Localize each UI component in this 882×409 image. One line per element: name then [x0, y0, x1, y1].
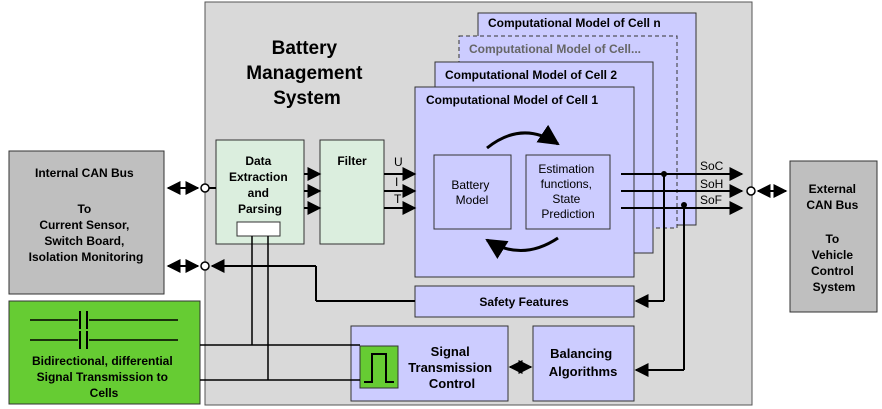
signal-transmission-cells-box [8, 300, 201, 405]
data-extraction-label: Data Extraction and Parsing [229, 154, 291, 216]
output-soh-label: SoH [700, 177, 723, 191]
safety-features-label: Safety Features [479, 295, 569, 309]
signal-control-label: Signal Transmission Control [408, 344, 495, 391]
input-i-label: I [395, 175, 398, 189]
balancing-label: Balancing Algorithms [549, 346, 618, 379]
bms-title: Battery Management System [246, 38, 367, 109]
external-can-label: External CAN Bus To Vehicle Control Syst… [806, 182, 861, 294]
input-t-label: T [394, 192, 402, 206]
filter-label: Filter [337, 154, 367, 168]
output-soc-label: SoC [700, 159, 724, 173]
filter-box [319, 139, 385, 245]
cell-dots-title: Computational Model of Cell... [469, 42, 641, 56]
cell-n-title: Computational Model of Cell n [488, 16, 661, 30]
internal-can-box [8, 150, 165, 295]
estimation-label: Estimation functions, State Prediction [538, 162, 597, 221]
output-sof-label: SoF [700, 193, 722, 207]
signal-transmission-cells-label: Bidirectional, differential Signal Trans… [32, 354, 176, 400]
battery-model-box [433, 154, 512, 230]
cell-1-title: Computational Model of Cell 1 [426, 93, 598, 107]
balancing-box [532, 325, 635, 402]
estimation-box [525, 154, 611, 230]
battery-model-label: Battery Model [451, 178, 492, 207]
cycle-arrow-bottom [485, 236, 559, 259]
data-extraction-port [236, 221, 281, 237]
input-u-label: U [394, 155, 403, 169]
internal-can-label: Internal CAN Bus To Current Sensor, Swit… [29, 166, 144, 264]
pulse-icon [364, 353, 394, 383]
cycle-arrow-top [486, 124, 560, 150]
cell-2-title: Computational Model of Cell 2 [445, 68, 617, 82]
external-can-box [789, 160, 878, 313]
safety-features-box [414, 285, 635, 318]
